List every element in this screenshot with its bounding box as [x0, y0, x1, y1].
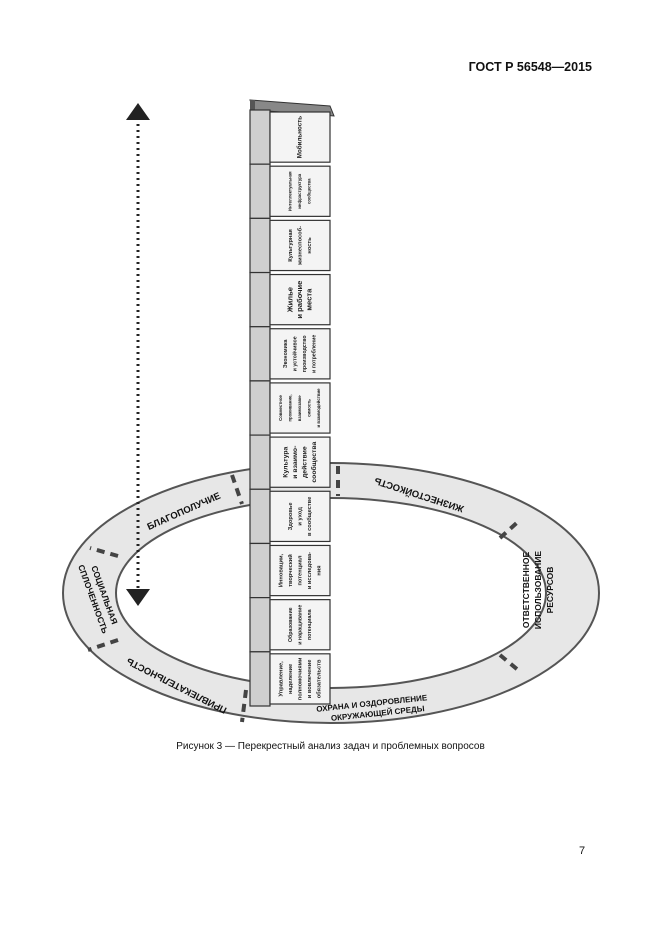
tower-block-face — [269, 111, 331, 163]
tower-block-side — [249, 326, 271, 382]
tower-block-face — [269, 599, 331, 651]
tower-block-label: действие — [301, 446, 309, 478]
tower-block-face — [269, 382, 331, 434]
tower-block: Мобильность — [249, 109, 331, 165]
tower-block-label: ность — [307, 237, 313, 254]
tower-block-side — [249, 434, 271, 490]
tower-block-label: Совместное — [278, 395, 283, 421]
tower-block-label: Экономика — [283, 339, 289, 368]
tower-block-side — [249, 217, 271, 274]
tower-block-label: потенциала — [307, 609, 313, 640]
tower-block-label: Жилье — [286, 287, 295, 313]
tower-block-label: Управление, — [279, 661, 285, 697]
ring-label-resources-1: ОТВЕТСТВЕННОЕ — [521, 552, 531, 629]
tower-block-label: жизнеспособ- — [297, 226, 304, 266]
tower-block-label: Интеллектуальная — [288, 171, 293, 211]
tower-block-label: инфраструктура — [297, 173, 302, 209]
tower-block-label: Культура — [283, 446, 290, 477]
tower-block-side — [249, 271, 271, 328]
tower-block-label: сообщества — [310, 442, 318, 483]
tower-block-face — [269, 273, 331, 326]
page-number: 7 — [579, 845, 586, 857]
tower-block-label: творческий — [287, 554, 294, 587]
tower-block-label: Инновации, — [279, 554, 285, 588]
tower-block-face — [269, 653, 331, 705]
tower-block-label: полномочиями — [298, 657, 304, 700]
tower-block-label: и устойчивое — [292, 336, 299, 371]
tower-block-label: обязательств — [316, 659, 323, 698]
tower-block-label: в сообществе — [306, 497, 313, 536]
ring-label-resources-2: ИСПОЛЬЗОВАНИЕ — [533, 551, 543, 630]
tower-block-side — [249, 542, 271, 599]
tower-block-label: и наращивание — [297, 605, 303, 645]
dotted-arrow — [126, 103, 150, 606]
tower-block-label: и вовлечение — [307, 660, 313, 699]
ring — [62, 462, 600, 724]
tower-block-side — [249, 109, 271, 165]
standard-designation: ГОСТ Р 56548—2015 — [468, 60, 592, 74]
tower-block-label: сообщества — [307, 178, 312, 204]
tower-block-label: потенциал — [298, 555, 304, 585]
tower-block-face — [269, 544, 331, 597]
tower-block-label: и взаимо- — [292, 446, 299, 479]
tower-block-face — [269, 490, 331, 543]
tower-block-label: и взаимодействие — [316, 388, 321, 428]
tower-block-side — [249, 488, 271, 545]
tower-block-label: взаимозави- — [297, 394, 302, 421]
tower-block-face — [269, 219, 331, 272]
tower-block: Интеллектуальная инфраструктура сообщества — [249, 163, 331, 219]
tower-block-label: наделение — [288, 664, 294, 694]
tower-block-label: Здоровье — [288, 502, 294, 530]
tower-block-side — [249, 380, 271, 436]
tower-block-label: производство — [302, 335, 308, 373]
tower-block-side — [249, 597, 271, 653]
tower-block-label: места — [305, 288, 314, 311]
tower-block-face — [269, 436, 331, 488]
tower-block-side — [249, 163, 271, 219]
tower-block-label: Мобильность — [297, 116, 304, 158]
tower-block-label: и исследова- — [307, 552, 313, 589]
tower-block-side — [249, 651, 271, 707]
tower-block-face — [269, 165, 331, 217]
figure-caption: Рисунок 3 — Перекрестный анализ задач и … — [176, 741, 485, 752]
tower-block-face — [269, 328, 331, 380]
tower-block-label: ния — [317, 565, 323, 575]
tower-block-label: Образование — [287, 607, 294, 642]
tower-block-label: симость — [307, 399, 312, 417]
tower-block-label: и рабочие — [295, 281, 304, 319]
tower-block: Совместное проживание, взаимозави-симость и… — [249, 380, 331, 436]
tower-block-label: проживание, — [288, 394, 293, 421]
tower-block-label: Культурная — [288, 229, 294, 262]
ring-label-resources-3: РЕСУРСОВ — [545, 567, 555, 614]
tower-block-label: и потребление — [311, 335, 318, 373]
tower-block-label: и уход — [298, 507, 304, 526]
